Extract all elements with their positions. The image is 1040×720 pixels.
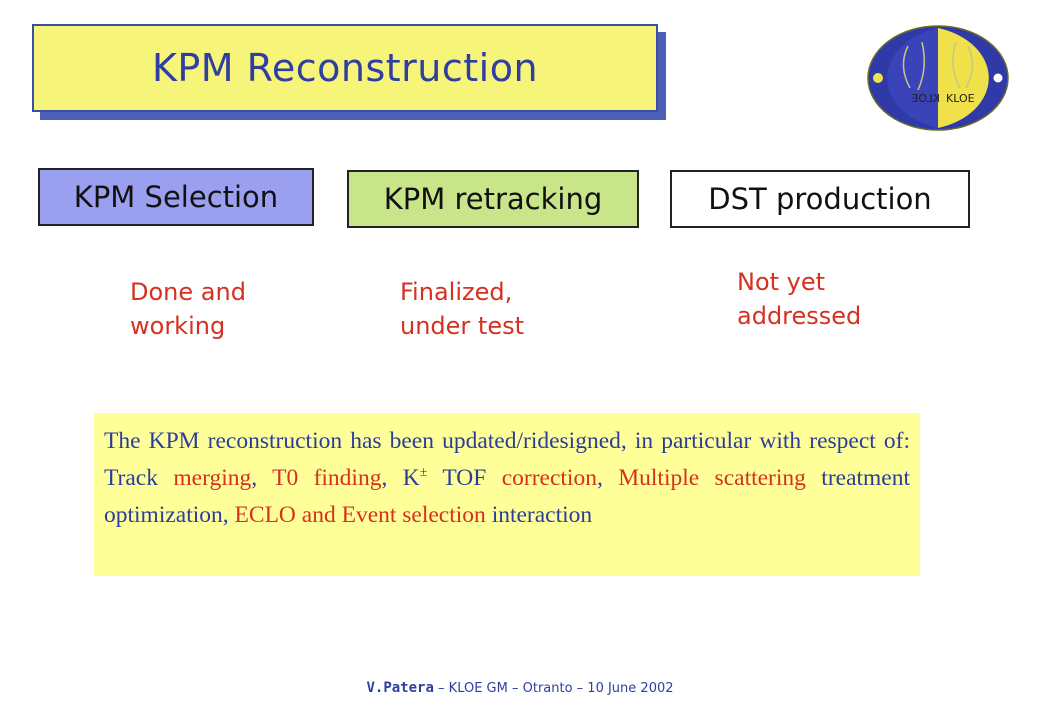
summary-text: , <box>596 465 619 491</box>
status-kpm-retracking: Finalized, under test <box>400 278 525 340</box>
summary-highlight: and Event selection <box>301 502 486 528</box>
footer-author: V.Patera <box>366 680 434 696</box>
kloe-logo-icon: KLOE KLOE <box>867 25 1009 131</box>
slide-title: KPM Reconstruction <box>151 46 539 90</box>
stage-kpm-retracking: KPM retracking <box>347 170 639 228</box>
stage-kpm-selection: KPM Selection <box>38 168 314 226</box>
summary-text: , <box>251 465 273 491</box>
slide-footer: V.Patera – KLOE GM – Otranto – 10 June 2… <box>0 680 1040 696</box>
summary-highlight: ECLO <box>234 502 296 528</box>
summary-text: interaction <box>485 502 593 528</box>
summary-highlight: T0 finding <box>272 465 382 491</box>
summary-textbox: The KPM reconstruction has been updated/… <box>94 413 920 576</box>
logo-text-mirrored: KLOE <box>911 92 940 105</box>
summary-text: , K <box>381 465 420 491</box>
summary-text: treatment optimization, <box>104 465 911 528</box>
summary-highlight: correction <box>501 465 597 491</box>
summary-highlight: merging <box>173 465 252 491</box>
status-kpm-selection: Done and working <box>130 278 246 340</box>
stage-label: KPM Selection <box>73 180 279 214</box>
title-box: KPM Reconstruction <box>32 24 658 112</box>
stage-dst-production: DST production <box>670 170 970 228</box>
summary-highlight: Multiple scattering <box>618 465 806 491</box>
stage-label: KPM retracking <box>383 182 603 216</box>
stage-label: DST production <box>708 182 932 216</box>
logo-text: KLOE <box>946 92 975 105</box>
footer-event: – KLOE GM – Otranto – 10 June 2002 <box>433 681 674 696</box>
status-dst-production: Not yet addressed <box>737 268 862 330</box>
summary-superscript: ± <box>419 465 428 481</box>
summary-text: The KPM reconstruction has been updated/… <box>104 428 910 491</box>
summary-text: TOF <box>427 465 502 491</box>
